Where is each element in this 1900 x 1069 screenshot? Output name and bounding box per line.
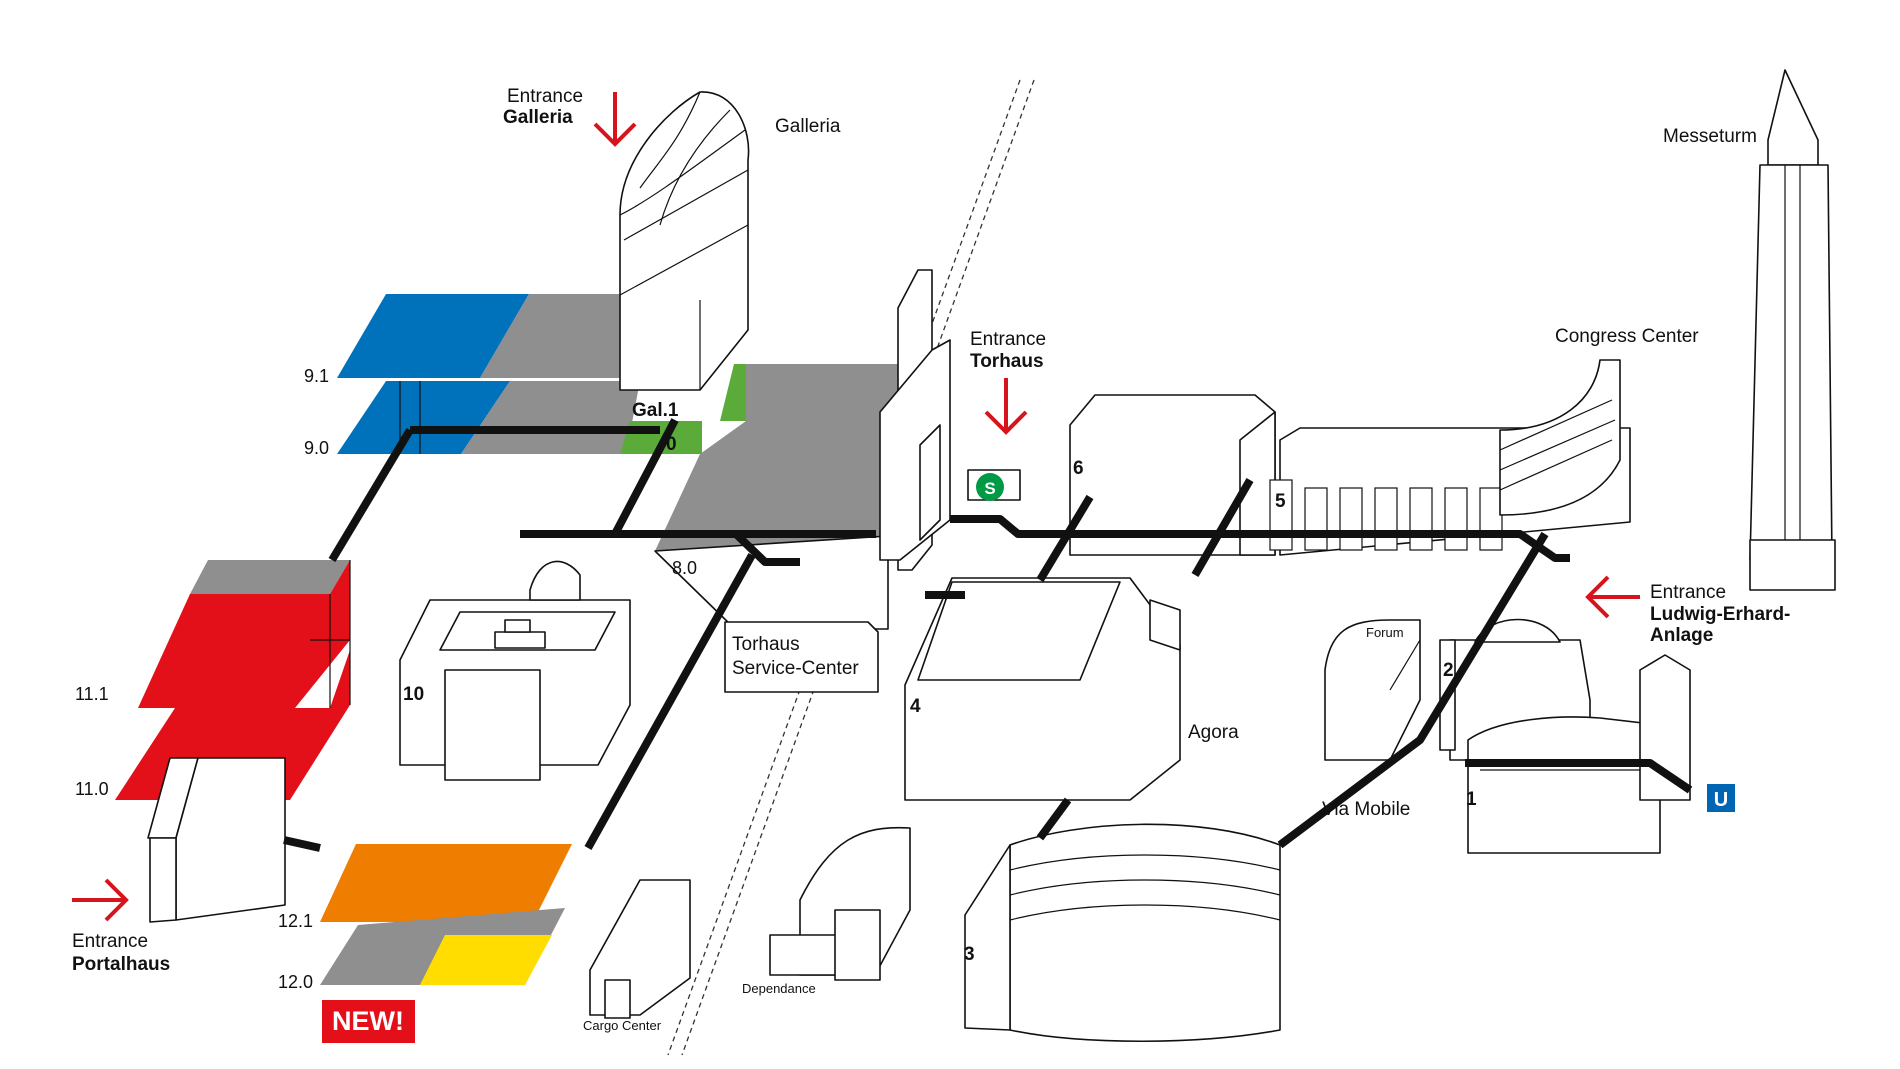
hall-12[interactable] — [320, 844, 572, 985]
level-9-0: 9.0 — [304, 438, 329, 458]
label-dependance: Dependance — [742, 981, 816, 996]
level-12-0: 12.0 — [278, 972, 313, 992]
hall-8-ramp — [654, 535, 889, 630]
u-bahn-station-icon[interactable]: U — [1707, 784, 1735, 812]
new-badge-label: NEW! — [332, 1006, 404, 1036]
entrance-ludwig-name-1: Ludwig-Erhard- — [1650, 604, 1790, 625]
galleria-level-1-green — [720, 364, 746, 421]
label-messeturm: Messeturm — [1663, 126, 1757, 147]
hall-1[interactable] — [1467, 716, 1661, 854]
torhaus-building[interactable] — [879, 269, 951, 571]
hall-12-1-orange — [320, 844, 572, 922]
hall-number-1: 1 — [1466, 789, 1477, 810]
entrance-portalhaus-name: Portalhaus — [72, 954, 170, 975]
label-galleria: Galleria — [775, 116, 841, 137]
entrance-galleria-name: Galleria — [503, 107, 573, 128]
hall-9-0-grey — [461, 381, 640, 454]
forum-building[interactable] — [1324, 619, 1421, 761]
entrance-galleria-line1: Entrance — [507, 86, 583, 107]
label-torhaus-service-2: Service-Center — [732, 658, 859, 679]
entrance-torhaus-name: Torhaus — [970, 351, 1044, 372]
label-congress-center: Congress Center — [1555, 326, 1699, 347]
hall-1-corner-tower — [1639, 654, 1691, 801]
hall-4[interactable] — [904, 577, 1181, 801]
level-11-1: 11.1 — [75, 684, 109, 704]
walkway-network — [283, 418, 1693, 852]
entrance-arrow-galleria[interactable] — [593, 92, 637, 147]
entrance-torhaus-line1: Entrance — [970, 329, 1046, 350]
label-level-0: 0 — [666, 434, 677, 455]
hall-number-5: 5 — [1275, 491, 1286, 512]
label-torhaus-service-1: Torhaus — [732, 634, 800, 655]
label-forum: Forum — [1366, 625, 1404, 640]
hall-8-floor[interactable] — [655, 364, 902, 551]
hall-9-0-blue — [337, 381, 510, 454]
hall-12-0-yellow — [420, 935, 552, 985]
hall-9-1-blue — [337, 294, 529, 378]
entrance-ludwig-line1: Entrance — [1650, 582, 1726, 603]
u-bahn-letter: U — [1714, 789, 1728, 811]
hall-11-1-grey — [190, 560, 350, 594]
hall-6[interactable] — [1069, 394, 1276, 556]
label-via-mobile: Via Mobile — [1322, 799, 1410, 820]
congress-center[interactable] — [1499, 359, 1621, 516]
s-bahn-station-icon[interactable]: S — [967, 469, 1021, 501]
torhaus-service-center[interactable] — [724, 621, 879, 693]
hall-number-4: 4 — [910, 696, 921, 717]
railway-line — [667, 79, 1035, 1056]
hall-10[interactable] — [399, 560, 631, 781]
cargo-center[interactable] — [589, 879, 691, 1019]
hall-number-3: 3 — [964, 944, 975, 965]
level-9-1: 9.1 — [304, 366, 329, 386]
entrance-arrow-torhaus[interactable] — [984, 378, 1028, 435]
label-gal1: Gal.1 — [632, 400, 679, 421]
hall-3[interactable] — [964, 823, 1281, 1043]
level-12-1: 12.1 — [278, 911, 313, 931]
level-8-0: 8.0 — [672, 558, 697, 578]
s-bahn-letter: S — [984, 479, 995, 498]
hall-number-2: 2 — [1443, 660, 1454, 681]
entrance-portalhaus-line1: Entrance — [72, 931, 148, 952]
new-badge: NEW! — [322, 1000, 415, 1043]
entrance-ludwig-name-2: Anlage — [1650, 625, 1713, 646]
entrance-arrow-portalhaus[interactable] — [72, 878, 129, 922]
messeturm-tower[interactable] — [1749, 69, 1836, 591]
hall-number-10: 10 — [403, 684, 424, 705]
entrance-arrow-ludwig[interactable] — [1585, 575, 1640, 619]
label-cargo-center: Cargo Center — [583, 1018, 662, 1033]
level-11-0: 11.0 — [75, 779, 109, 799]
galleria-building[interactable] — [619, 91, 750, 391]
label-agora: Agora — [1188, 722, 1239, 743]
hall-11-1-red — [138, 560, 350, 708]
portalhaus-building[interactable] — [147, 757, 286, 923]
dependance-building[interactable] — [769, 826, 911, 981]
hall-number-6: 6 — [1073, 458, 1084, 479]
